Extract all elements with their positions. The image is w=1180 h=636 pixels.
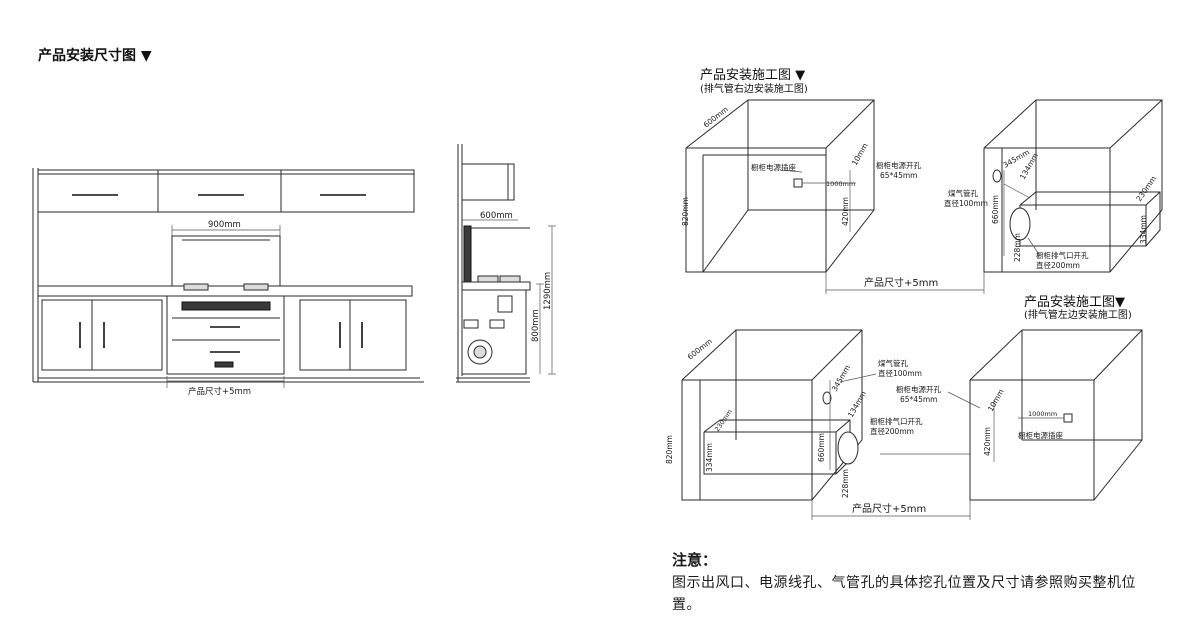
rt-power-hole-size: 65*45mm (880, 171, 917, 180)
construction-title-right: 产品安装施工图 ▼ (700, 68, 806, 83)
rb-vent-dia: 直径200mm (870, 426, 914, 436)
rt-pipe-height: 660mm (991, 195, 1000, 224)
rb-height-label: 820mm (665, 435, 674, 464)
rt-socket-distance: 1000mm (826, 180, 855, 188)
rb-pipe-offset: 345mm (830, 363, 852, 393)
rb-pipe-height: 660mm (817, 433, 826, 462)
rt-vent-label: 橱柜排气口开孔 (1036, 250, 1089, 260)
side-view-drawing (456, 144, 556, 383)
note-body: 图示出风口、电源线孔、气管孔的具体挖孔位置及尺寸请参照购买整机位置。 (672, 575, 1136, 613)
rb-gas-pipe-label: 煤气管孔 (878, 358, 908, 368)
front-view-drawing (32, 168, 424, 388)
front-width-label: 900mm (208, 220, 241, 230)
rt-vent-width: 230mm (1134, 174, 1158, 203)
side-counter-height-label: 800mm (531, 309, 541, 342)
rt-socket-offset: 10mm (850, 142, 870, 167)
construction-title-left: 产品安装施工图▼ (1024, 295, 1125, 310)
rb-gas-pipe-dia: 直径100mm (878, 368, 922, 378)
construction-subtitle-right: (排气管右边安装施工图) (700, 84, 808, 95)
rt-socket-height: 420mm (841, 197, 850, 226)
rt-gas-pipe-label: 煤气管孔 (948, 188, 978, 198)
construction-subtitle-left: (排气管左边安装施工图) (1024, 310, 1132, 321)
note-title: 注意： (672, 551, 718, 569)
rb-vent-width: 230mm (713, 408, 734, 433)
rt-vent-bottom: 228mm (1013, 233, 1022, 262)
rb-power-hole-label: 橱柜电源开孔 (896, 384, 941, 394)
rt-product-size: 产品尺寸+5mm (864, 276, 938, 289)
rb-power-hole-size: 65*45mm (900, 395, 937, 404)
rb-pipe-gap: 134mm (846, 389, 868, 419)
construction-drawing-left-pipe (681, 329, 1143, 520)
construction-drawing-right-pipe (685, 99, 1163, 294)
rb-socket-offset: 10mm (986, 388, 1006, 413)
front-product-size-label: 产品尺寸+5mm (188, 386, 251, 397)
rb-socket-label: 橱柜电源插座 (1018, 430, 1063, 440)
rt-gas-pipe-dia: 直径100mm (944, 198, 988, 208)
rb-vent-bottom: 228mm (841, 469, 850, 498)
install-size-title: 产品安装尺寸图 ▼ (38, 48, 152, 64)
rt-power-hole-label: 橱柜电源开孔 (876, 160, 921, 170)
rt-height-label: 820mm (681, 197, 690, 226)
rb-vent-height: 334mm (705, 443, 714, 472)
rb-depth-label: 600mm (686, 337, 714, 362)
side-depth-label: 600mm (480, 211, 513, 221)
rt-socket-label: 橱柜电源插座 (751, 162, 796, 172)
side-total-height-label: 1290mm (543, 272, 553, 310)
rb-socket-height: 420mm (983, 427, 992, 456)
rb-product-size: 产品尺寸+5mm (852, 502, 926, 515)
rt-vent-dia: 直径200mm (1036, 260, 1080, 270)
rb-socket-distance: 1000mm (1028, 410, 1057, 418)
rt-vent-height: 334mm (1139, 215, 1148, 244)
rb-vent-label: 橱柜排气口开孔 (870, 416, 923, 426)
